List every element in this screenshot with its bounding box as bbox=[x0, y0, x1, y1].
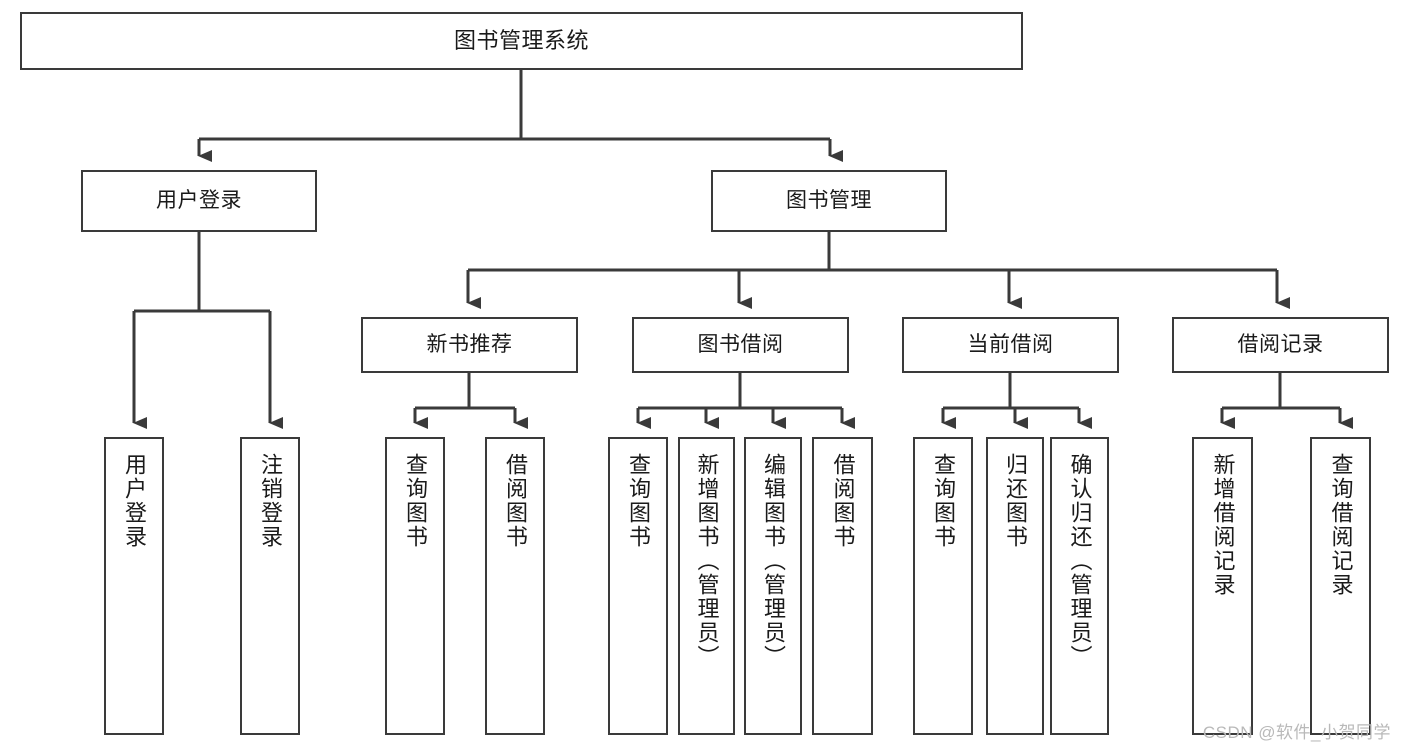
node-leaf-add-book-admin[interactable]: 新增图书（管理员） bbox=[678, 437, 735, 735]
node-book-manage-label: 图书管理 bbox=[786, 188, 872, 212]
node-leaf-borrow-book-recommend[interactable]: 借阅图书 bbox=[485, 437, 545, 735]
node-borrow-record[interactable]: 借阅记录 bbox=[1172, 317, 1389, 373]
node-leaf-add-borrow-record-label: 新增借阅记录 bbox=[1210, 453, 1236, 597]
node-leaf-query-borrow-record[interactable]: 查询借阅记录 bbox=[1310, 437, 1371, 735]
node-leaf-add-book-admin-label: 新增图书（管理员） bbox=[694, 453, 720, 669]
node-book-manage[interactable]: 图书管理 bbox=[711, 170, 947, 232]
node-new-book-recommend[interactable]: 新书推荐 bbox=[361, 317, 578, 373]
node-leaf-add-borrow-record[interactable]: 新增借阅记录 bbox=[1192, 437, 1253, 735]
node-leaf-borrow-book[interactable]: 借阅图书 bbox=[812, 437, 873, 735]
node-book-borrow[interactable]: 图书借阅 bbox=[632, 317, 849, 373]
node-leaf-logout-login-label: 注销登录 bbox=[258, 453, 283, 549]
watermark-text: CSDN @软件_小贺同学 bbox=[1202, 723, 1391, 742]
node-leaf-borrow-book-label: 借阅图书 bbox=[830, 453, 856, 549]
node-leaf-query-book-current-label: 查询图书 bbox=[931, 453, 956, 549]
node-leaf-return-book[interactable]: 归还图书 bbox=[986, 437, 1044, 735]
node-leaf-query-book-borrow[interactable]: 查询图书 bbox=[608, 437, 668, 735]
node-user-login-label: 用户登录 bbox=[156, 188, 242, 212]
node-leaf-return-book-label: 归还图书 bbox=[1003, 453, 1028, 549]
node-book-borrow-label: 图书借阅 bbox=[697, 332, 784, 356]
node-leaf-query-book-borrow-label: 查询图书 bbox=[626, 453, 651, 549]
node-leaf-user-login-label: 用户登录 bbox=[122, 453, 147, 549]
node-current-borrow-label: 当前借阅 bbox=[967, 332, 1054, 356]
node-leaf-edit-book-admin[interactable]: 编辑图书（管理员） bbox=[744, 437, 802, 735]
node-leaf-borrow-book-recommend-label: 借阅图书 bbox=[503, 453, 528, 549]
node-leaf-confirm-return-admin-label: 确认归还（管理员） bbox=[1067, 453, 1093, 669]
node-root-label: 图书管理系统 bbox=[453, 28, 589, 54]
node-leaf-query-book-recommend-label: 查询图书 bbox=[403, 453, 428, 549]
node-borrow-record-label: 借阅记录 bbox=[1237, 332, 1324, 356]
node-current-borrow[interactable]: 当前借阅 bbox=[902, 317, 1119, 373]
node-leaf-user-login[interactable]: 用户登录 bbox=[104, 437, 164, 735]
node-leaf-query-borrow-record-label: 查询借阅记录 bbox=[1328, 453, 1354, 597]
node-leaf-query-book-recommend[interactable]: 查询图书 bbox=[385, 437, 445, 735]
node-leaf-logout-login[interactable]: 注销登录 bbox=[240, 437, 300, 735]
node-user-login[interactable]: 用户登录 bbox=[81, 170, 317, 232]
node-root[interactable]: 图书管理系统 bbox=[20, 12, 1023, 70]
node-leaf-confirm-return-admin[interactable]: 确认归还（管理员） bbox=[1050, 437, 1109, 735]
node-leaf-edit-book-admin-label: 编辑图书（管理员） bbox=[761, 453, 786, 669]
node-leaf-query-book-current[interactable]: 查询图书 bbox=[913, 437, 973, 735]
node-new-book-recommend-label: 新书推荐 bbox=[426, 332, 513, 356]
